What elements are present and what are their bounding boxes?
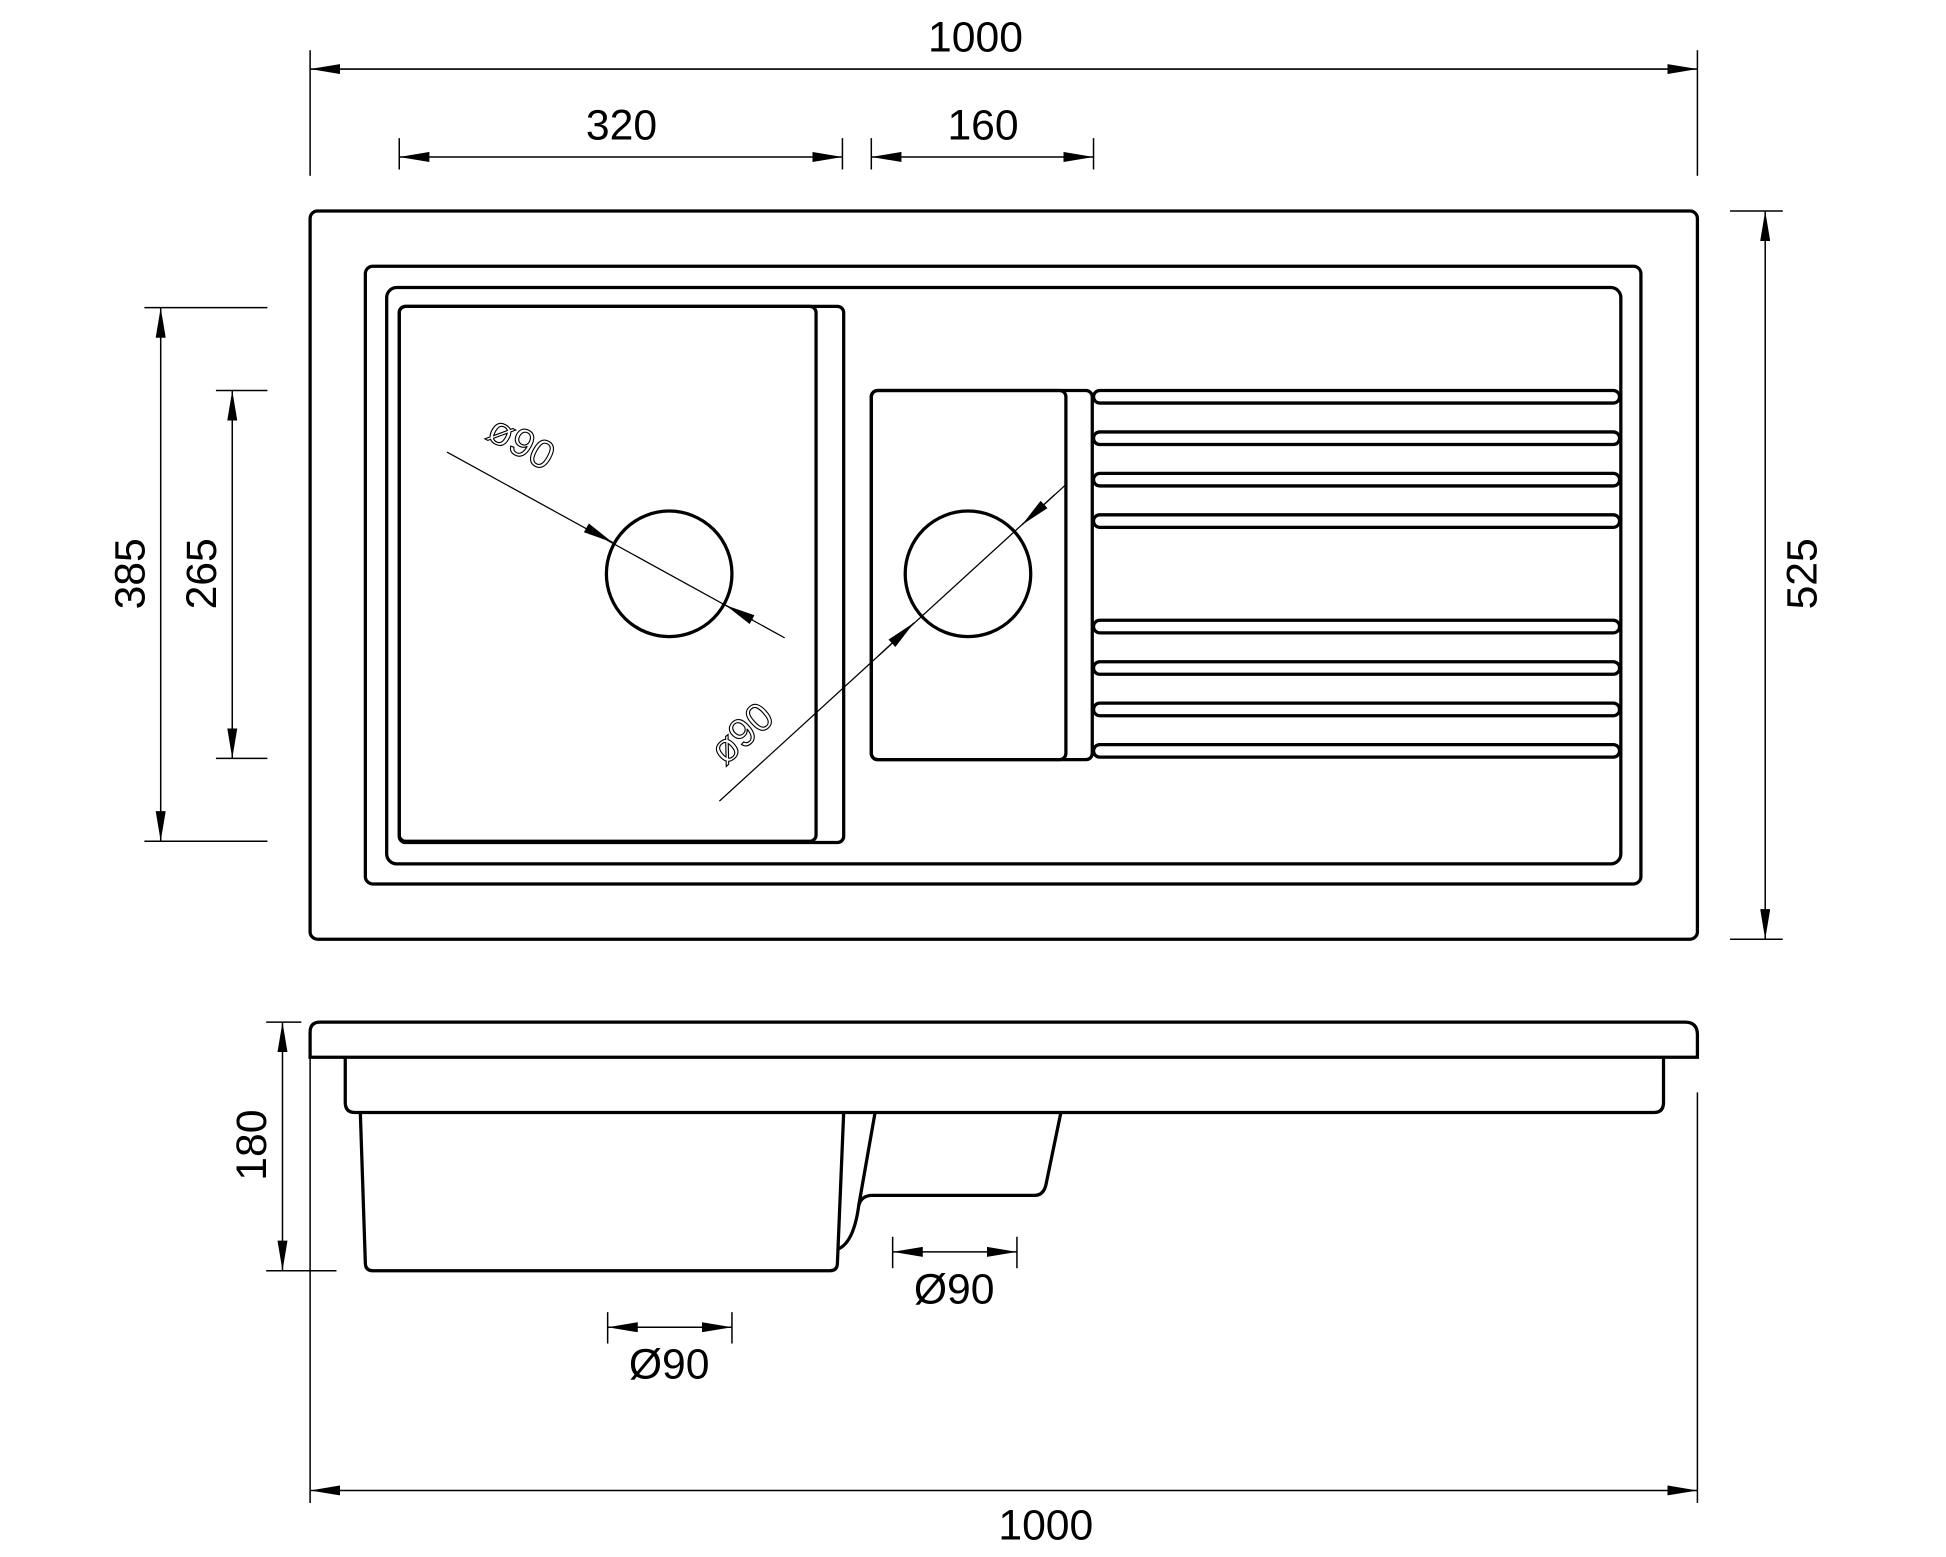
dimension-small-drain-side: Ø90 — [891, 1236, 1018, 1313]
dimension-label: 1000 — [928, 13, 1023, 61]
dimension-overall-depth: 525 — [1730, 210, 1827, 940]
dimension-overall-width-top: 1000 — [309, 13, 1699, 176]
small-bowl — [718, 388, 1094, 802]
dimension-label: 1000 — [998, 1501, 1093, 1549]
large-drain-diameter-label: ø90 — [480, 406, 562, 479]
dimension-large-bowl-depth: 385 — [106, 306, 268, 843]
dimension-label: 265 — [178, 538, 226, 609]
small-drain-diameter-label: ø90 — [701, 693, 783, 773]
dimension-label: 160 — [947, 101, 1018, 149]
dimension-height: 180 — [228, 1021, 337, 1272]
dimension-label: 525 — [1779, 538, 1827, 609]
sink-side-view — [308, 1020, 1700, 1273]
dimension-label: 320 — [586, 101, 657, 149]
dimension-overall-width-bottom: 1000 — [309, 1057, 1699, 1549]
dimension-label: 385 — [106, 538, 154, 609]
dimension-small-bowl-width: 160 — [870, 101, 1095, 170]
dimension-large-bowl-width: 320 — [398, 101, 844, 170]
dimension-label: 180 — [228, 1110, 276, 1181]
sink-top-view: ø90 ø90 — [308, 209, 1700, 941]
large-drain — [604, 509, 734, 639]
dimension-small-bowl-depth: 265 — [178, 389, 268, 760]
large-bowl — [397, 304, 846, 845]
dimension-label: Ø90 — [914, 1265, 995, 1313]
dimension-label: Ø90 — [629, 1341, 710, 1389]
drainer-grooves — [1091, 388, 1622, 759]
dimension-large-drain-side: Ø90 — [606, 1312, 733, 1389]
small-drain — [903, 509, 1033, 639]
